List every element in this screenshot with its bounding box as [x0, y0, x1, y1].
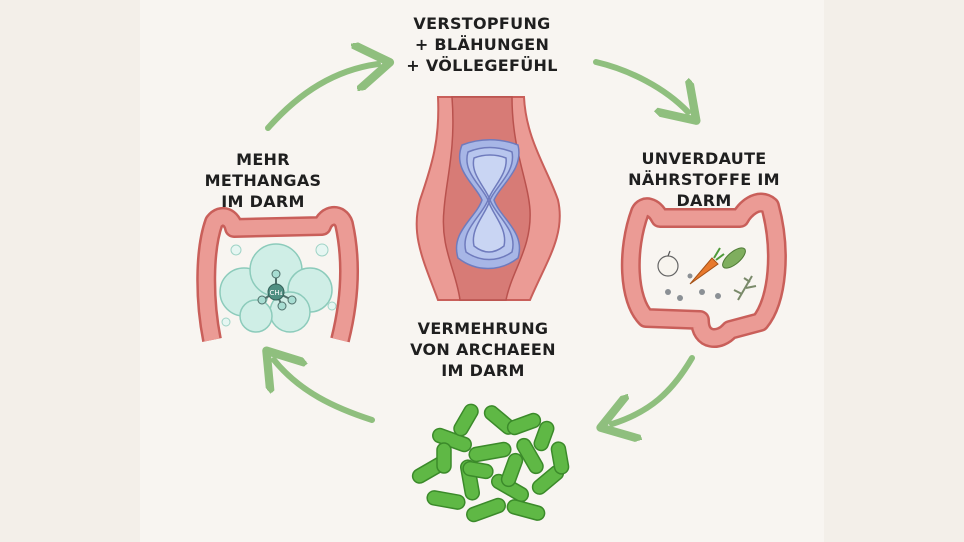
food-particles: [665, 273, 721, 301]
label-line: VERMEHRUNG: [417, 319, 549, 338]
peas-icon: [722, 247, 746, 269]
label-line: MEHR: [236, 150, 290, 169]
apple-icon: [657, 250, 679, 277]
archaea-rod: [462, 460, 494, 480]
label-line: VON ARCHAEEN: [410, 340, 556, 359]
methane-formula: CH₄: [270, 289, 283, 297]
archaea-rod: [468, 441, 512, 463]
label-undigested-nutrients: UNVERDAUTE NÄHRSTOFFE IM DARM: [604, 148, 804, 211]
label-archaea-growth: VERMEHRUNG VON ARCHAEEN IM DARM: [378, 318, 588, 381]
herb-icon: [733, 275, 757, 301]
gas-bubbles: [221, 243, 337, 327]
arrow-top-to-right: [593, 59, 688, 112]
label-line: VERSTOPFUNG: [413, 14, 551, 33]
archaea-rod: [506, 499, 546, 521]
archaea-rod: [533, 420, 555, 452]
archaea-rod: [500, 452, 524, 488]
label-line: DARM: [676, 191, 732, 210]
arrow-left-to-top: [265, 64, 378, 131]
label-line: + BLÄHUNGEN: [414, 35, 550, 54]
label-constipation: VERSTOPFUNG + BLÄHUNGEN + VÖLLEGEFÜHL: [372, 13, 592, 76]
stool-blockage: [455, 139, 521, 270]
label-methane-gas: MEHR METHANGAS IM DARM: [178, 149, 348, 212]
archaea-rod: [550, 441, 570, 475]
label-line: IM DARM: [221, 192, 305, 211]
label-line: IM DARM: [441, 361, 525, 380]
archaea-rod: [426, 490, 466, 510]
arrow-bottom-to-left: [274, 360, 375, 423]
label-line: UNVERDAUTE: [641, 149, 767, 168]
archaea-rod: [466, 497, 506, 523]
archaea-rod: [453, 403, 479, 437]
carrot-icon: [689, 247, 725, 285]
label-line: NÄHRSTOFFE IM: [628, 170, 780, 189]
label-line: + VÖLLEGEFÜHL: [406, 56, 558, 75]
archaea-rod: [516, 437, 544, 475]
arrow-right-to-bottom: [612, 355, 695, 424]
archaea-rod: [506, 412, 542, 436]
label-line: METHANGAS: [204, 171, 322, 190]
archaea-rod: [436, 442, 452, 474]
